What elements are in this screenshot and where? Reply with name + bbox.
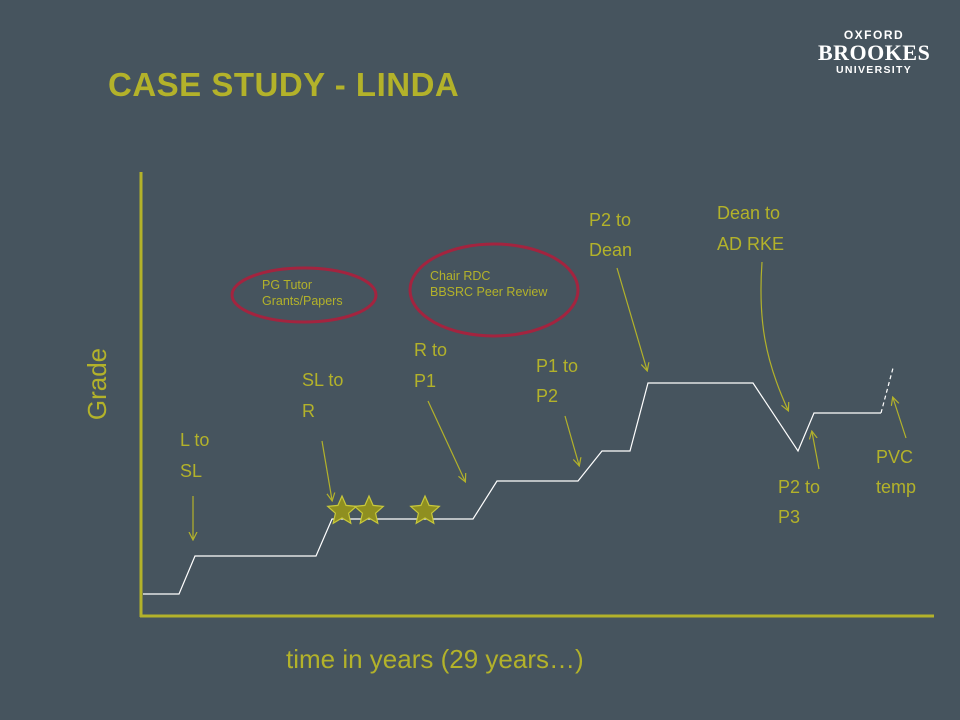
note-line: Chair RDC — [430, 269, 490, 283]
label-line: AD RKE — [717, 234, 784, 254]
career-path-projection — [880, 367, 894, 414]
label-line: P1 — [414, 371, 436, 391]
star-icon — [326, 494, 358, 525]
label-sl-to-r: SL to R — [302, 370, 348, 421]
label-line: SL to — [302, 370, 343, 390]
arrow-r-to-p1 — [427, 400, 465, 481]
arrow-p1-to-p2 — [564, 415, 579, 465]
logo-line-1: OXFORD — [843, 28, 905, 42]
label-line: P1 to — [536, 356, 578, 376]
arrow-dean-to-ad-rke — [760, 261, 788, 410]
slide-title: CASE STUDY - LINDA — [108, 66, 460, 103]
note-line: BBSRC Peer Review — [430, 285, 548, 299]
label-line: P2 — [536, 386, 558, 406]
label-line: P2 to — [589, 210, 631, 230]
star-icon — [353, 494, 385, 525]
arrow-p2-to-p3 — [812, 432, 820, 470]
university-logo: OXFORD BROOKES UNIVERSITY — [818, 28, 930, 77]
label-p1-to-p2: P1 to P2 — [536, 356, 583, 406]
label-line: L to — [180, 430, 209, 450]
arrow-sl-to-r — [321, 440, 332, 500]
step-arrows — [193, 261, 907, 539]
label-line: PVC — [876, 447, 913, 467]
label-p2-to-dean: P2 to Dean — [589, 210, 636, 260]
arrow-pvc-temp — [893, 398, 907, 439]
label-line: Dean to — [717, 203, 780, 223]
note-line: PG Tutor — [262, 278, 312, 292]
label-line: temp — [876, 477, 916, 497]
label-line: P3 — [778, 507, 800, 527]
chair-rdc-highlight-circle — [408, 242, 580, 338]
y-axis-label: Grade — [82, 348, 112, 420]
label-r-to-p1: R to P1 — [414, 340, 452, 391]
career-path-line — [143, 382, 881, 595]
pg-tutor-highlight-circle — [230, 266, 378, 324]
label-line: R to — [414, 340, 447, 360]
logo-line-2: BROOKES — [818, 40, 931, 65]
label-line: R — [302, 401, 315, 421]
logo-line-3: UNIVERSITY — [835, 64, 912, 76]
achievement-stars — [326, 494, 441, 525]
x-axis-label: time in years (29 years…) — [286, 644, 584, 674]
label-line: P2 to — [778, 477, 820, 497]
note-pg-tutor: PG Tutor Grants/Papers — [262, 278, 343, 308]
label-l-to-sl: L to SL — [180, 430, 214, 481]
label-pvc-temp: PVC temp — [876, 447, 918, 497]
arrow-p2-to-dean — [616, 267, 647, 370]
label-line: SL — [180, 461, 202, 481]
star-icon — [409, 494, 441, 525]
label-p2-to-p3: P2 to P3 — [778, 477, 825, 527]
label-line: Dean — [589, 240, 632, 260]
label-dean-to-ad-rke: Dean to AD RKE — [717, 203, 785, 254]
note-chair-rdc: Chair RDC BBSRC Peer Review — [430, 269, 548, 299]
note-line: Grants/Papers — [262, 294, 343, 308]
